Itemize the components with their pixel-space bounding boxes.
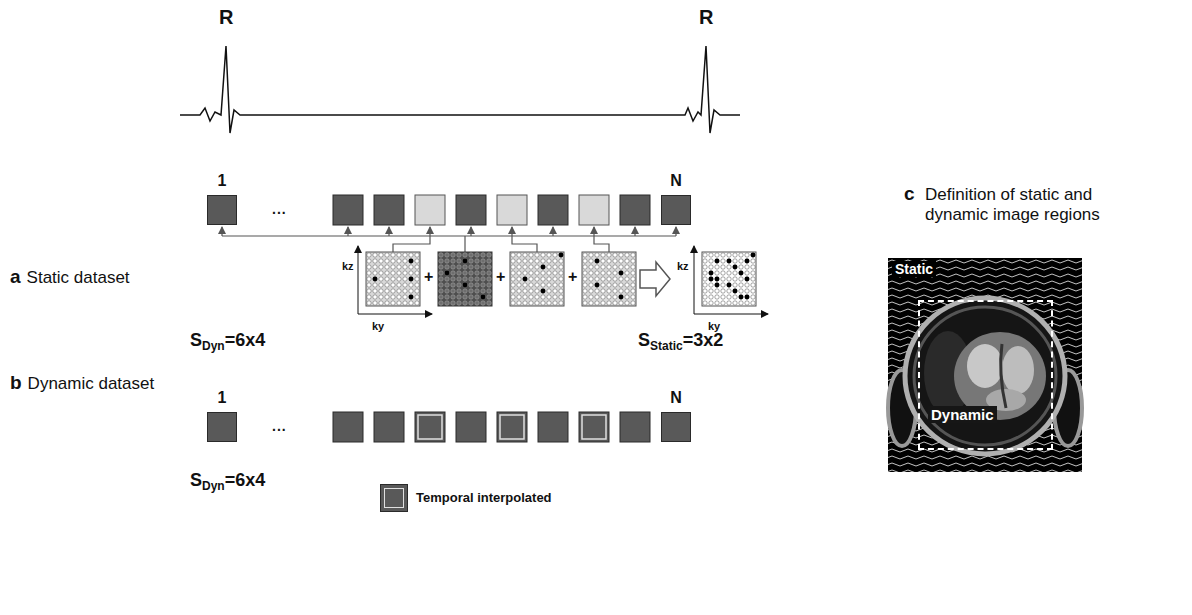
panel-heading: c xyxy=(904,183,921,205)
frame-box: 1 xyxy=(207,412,237,442)
ellipsis-text: ... xyxy=(272,418,287,434)
panel-heading-text: Static dataset xyxy=(27,268,130,287)
ellipsis: ... xyxy=(272,417,287,435)
panel-heading: Definition of static and dynamic image r… xyxy=(925,185,1140,225)
node-label: 1 xyxy=(208,389,236,407)
sampling-label-text: =6x4 xyxy=(225,470,266,490)
node-label: 1 xyxy=(208,172,236,190)
static-frames xyxy=(333,195,650,225)
static-region: StaticDynamic xyxy=(888,258,1082,472)
kspace-axes xyxy=(358,246,768,314)
kspace-grids xyxy=(366,252,756,306)
panel-heading: a Static dataset xyxy=(10,266,130,288)
sampling-label: SStatic=3x2 xyxy=(638,330,723,353)
plus-sign: + xyxy=(568,268,577,286)
sampling-label-text: S xyxy=(190,470,202,490)
axis-label: ky xyxy=(372,316,384,334)
node-label: N xyxy=(662,389,690,407)
frame-box: N xyxy=(661,195,691,225)
sampling-label-text: Static xyxy=(650,339,683,353)
peak-label: R xyxy=(699,6,713,29)
dynamic-frames xyxy=(333,412,650,442)
panel-heading: b Dynamic dataset xyxy=(10,372,154,394)
panel-heading-text: c xyxy=(904,183,915,204)
frame-box: 1 xyxy=(207,195,237,225)
plus-sign-text: + xyxy=(568,268,577,285)
dynamic-region: Dynamic xyxy=(918,300,1053,450)
plus-sign-text: + xyxy=(496,268,505,285)
plus-sign: + xyxy=(496,268,505,286)
distribution-lines xyxy=(222,227,676,252)
legend-swatch xyxy=(380,484,408,512)
axis-label-text: ky xyxy=(372,320,384,332)
sampling-label-text: Dyn xyxy=(202,479,225,493)
sampling-label: SDyn=6x4 xyxy=(190,330,265,353)
sampling-label-text: S xyxy=(190,330,202,350)
mri-image xyxy=(888,258,1082,472)
axis-label-text: kz xyxy=(677,260,689,272)
sampling-label: SDyn=6x4 xyxy=(190,470,265,493)
node-label: Dynamic xyxy=(928,406,997,423)
plus-sign: + xyxy=(424,268,433,286)
peak-label-text: R xyxy=(219,6,233,28)
axis-label: kz xyxy=(342,256,354,274)
sampling-label-text: =6x4 xyxy=(225,330,266,350)
node-label: N xyxy=(662,172,690,190)
interpolated-frame-border xyxy=(384,488,404,508)
axis-label-text: kz xyxy=(342,260,354,272)
sampling-label-text: S xyxy=(638,330,650,350)
node-label: Static xyxy=(892,261,936,277)
frame-box: N xyxy=(661,412,691,442)
axis-label: kz xyxy=(677,256,689,274)
sample-dots xyxy=(373,253,756,300)
combine-arrow xyxy=(640,262,670,296)
sampling-label-text: Dyn xyxy=(202,339,225,353)
ellipsis: ... xyxy=(272,200,287,218)
peak-label: R xyxy=(219,6,233,29)
ellipsis-text: ... xyxy=(272,201,287,217)
panel-heading-text: Definition of static and dynamic image r… xyxy=(925,185,1100,224)
panel-heading-text: a xyxy=(10,266,21,287)
panel-heading-text: b xyxy=(10,372,22,393)
peak-label-text: R xyxy=(699,6,713,28)
plus-sign-text: + xyxy=(424,268,433,285)
legend-text: Temporal interpolated xyxy=(416,490,552,505)
sampling-label-text: =3x2 xyxy=(683,330,724,350)
ecg-trace xyxy=(180,46,740,133)
panel-heading-text: Dynamic dataset xyxy=(28,374,155,393)
